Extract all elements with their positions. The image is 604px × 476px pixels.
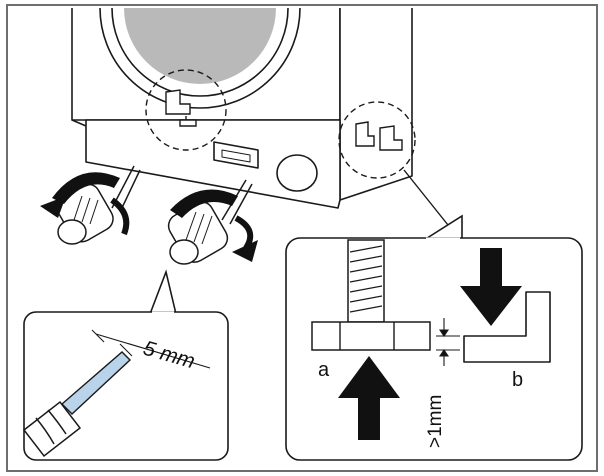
service-flap	[213, 141, 259, 169]
curved-arrow-icon	[40, 172, 130, 236]
machine-plinth	[85, 119, 341, 209]
down-arrow-icon	[460, 248, 522, 326]
screwdriver-handle	[22, 400, 82, 458]
bracket-hooks	[165, 89, 403, 151]
machine-side-panel	[339, 8, 413, 201]
l-bracket	[463, 291, 551, 363]
callout-pointer-right	[423, 214, 463, 241]
bolt-left	[56, 165, 141, 245]
dimension-5mm	[91, 329, 211, 369]
door-ring	[99, 7, 301, 109]
label-a: a	[318, 359, 330, 381]
callout-pointer-left	[149, 269, 177, 315]
washing-machine	[71, 7, 413, 209]
threaded-rod	[347, 239, 385, 323]
up-arrow-icon	[338, 356, 400, 440]
rod-thread-lines	[349, 245, 383, 313]
screwdriver-blade	[60, 351, 132, 415]
label-gt-1mm: >1mm	[425, 395, 446, 448]
detail-circle-right	[338, 101, 416, 179]
curved-arrow-icon	[170, 189, 258, 262]
detail-circle-left	[145, 69, 227, 151]
door-glass	[124, 8, 276, 84]
foot-plate	[311, 321, 431, 351]
gap-dimension	[436, 318, 460, 366]
plinth-edge	[71, 119, 87, 127]
label-b: b	[512, 369, 523, 391]
pump-cap	[276, 154, 318, 192]
service-flap-inner	[221, 149, 251, 163]
bolt-right	[167, 179, 253, 265]
door-ring-inner	[111, 7, 289, 97]
